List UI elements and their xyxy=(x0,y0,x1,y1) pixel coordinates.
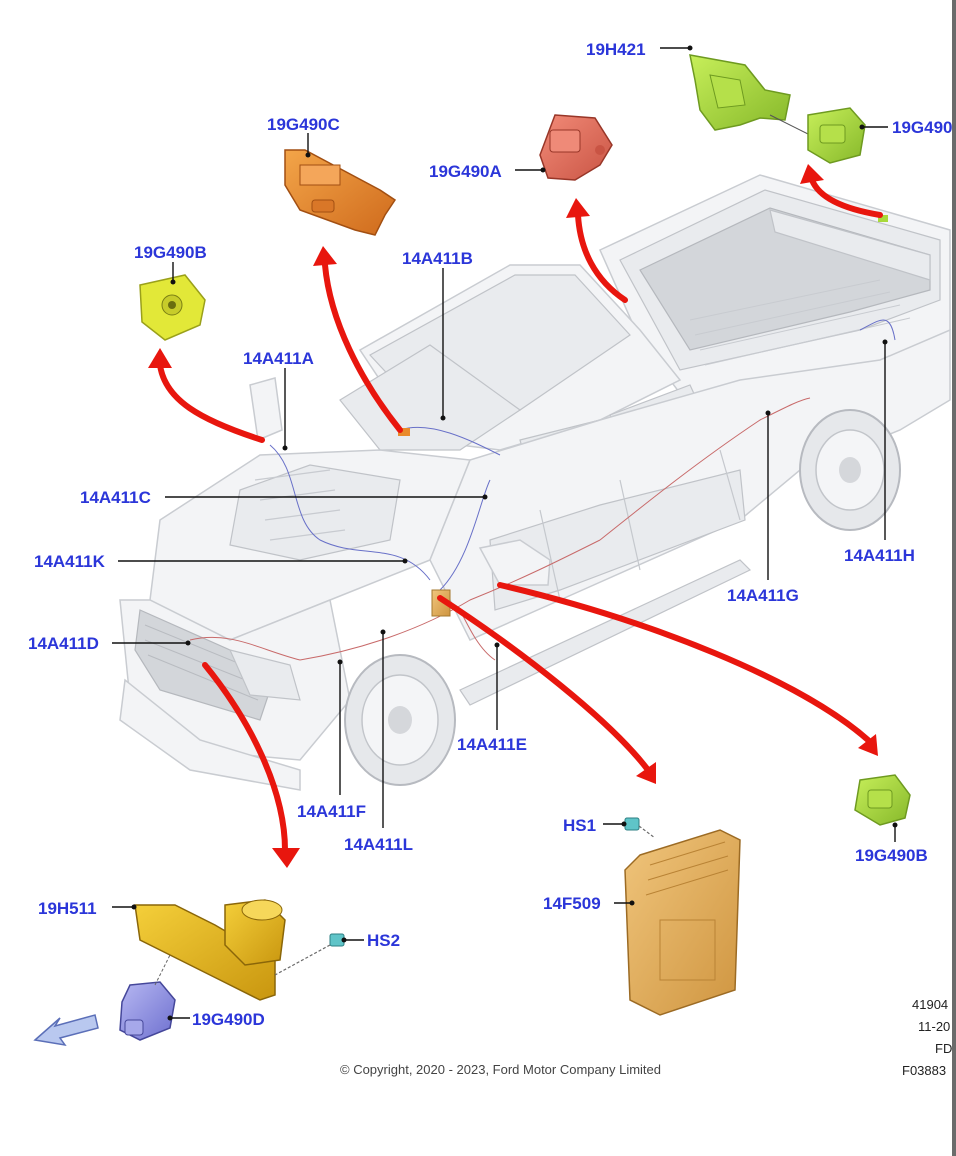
rear-wheel xyxy=(799,409,901,531)
wiring-harness xyxy=(189,319,896,661)
label-14A411D: 14A411D xyxy=(28,634,99,653)
label-14A411B: 14A411B xyxy=(402,249,473,268)
truck-sensor-marker xyxy=(878,215,888,222)
red-arrows xyxy=(148,164,883,868)
label-14A411A: 14A411A xyxy=(243,349,314,368)
component-19G490B-left xyxy=(139,274,206,341)
leader-lines xyxy=(112,45,898,1021)
screw-HS1 xyxy=(624,817,656,839)
copyright-text: © Copyright, 2020 - 2023, Ford Motor Com… xyxy=(340,1062,661,1077)
component-19H511 xyxy=(134,899,286,1001)
label-14A411G: 14A411G xyxy=(727,586,799,605)
truck-sensor-marker xyxy=(398,428,410,436)
label-19H511: 19H511 xyxy=(38,899,97,918)
label-HS1: HS1 xyxy=(563,816,596,835)
figure-code-4: F03883 xyxy=(902,1063,946,1078)
label-19G490D: 19G490D xyxy=(192,1010,265,1029)
label-19G490B-left: 19G490B xyxy=(134,243,207,262)
label-14A411F: 14A411F xyxy=(297,802,366,821)
label-19H421: 19H421 xyxy=(586,40,646,59)
figure-code-3: FD xyxy=(935,1041,952,1056)
screw-HS2 xyxy=(274,933,345,976)
truck-illustration xyxy=(119,174,951,791)
label-19G490-top-right: 19G490 xyxy=(892,118,953,137)
part-labels: 19H421 19G490 19G490C 19G490A 19G490B 14… xyxy=(28,40,953,1029)
label-14A411E: 14A411E xyxy=(457,735,527,754)
front-wheel xyxy=(344,654,456,786)
component-19G490C xyxy=(284,149,397,236)
label-14A411H: 14A411H xyxy=(844,546,915,565)
component-19G490A xyxy=(539,114,613,181)
vertical-scrollbar[interactable] xyxy=(952,0,956,1156)
component-19G490D xyxy=(119,954,176,1041)
component-19G490-top-right xyxy=(807,107,866,164)
label-14A411L: 14A411L xyxy=(344,835,413,854)
label-19G490A: 19G490A xyxy=(429,162,502,181)
figure-code-2: 11-20 xyxy=(918,1019,950,1034)
label-HS2: HS2 xyxy=(367,931,400,950)
component-19H421 xyxy=(689,54,811,136)
footer: © Copyright, 2020 - 2023, Ford Motor Com… xyxy=(340,997,952,1078)
label-14A411C: 14A411C xyxy=(80,488,151,507)
figure-code-1: 41904 xyxy=(912,997,948,1012)
label-19G490C: 19G490C xyxy=(267,115,340,134)
component-19G490B-right xyxy=(854,774,911,826)
direction-arrow-icon xyxy=(33,1014,99,1047)
label-14F509: 14F509 xyxy=(543,894,601,913)
component-14F509 xyxy=(624,829,741,1016)
label-14A411K: 14A411K xyxy=(34,552,106,571)
label-19G490B-right: 19G490B xyxy=(855,846,928,865)
